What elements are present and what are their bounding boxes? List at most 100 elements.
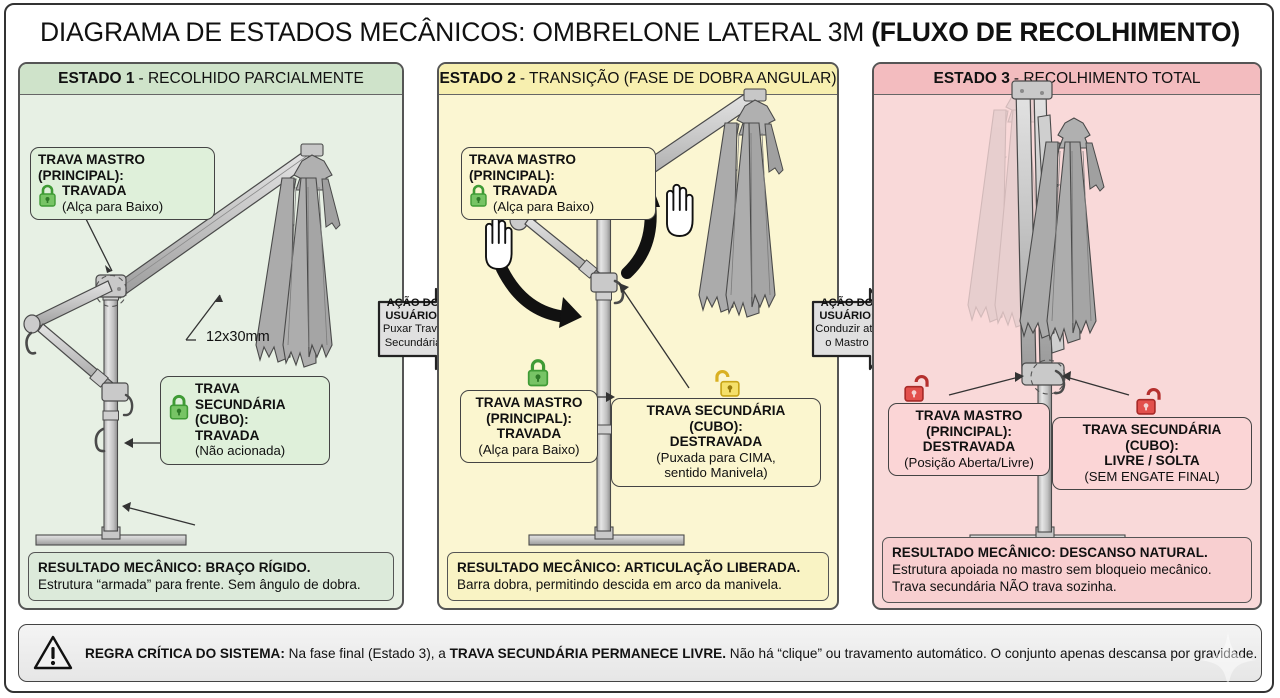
flow-label-line: Secundária <box>384 336 442 349</box>
callout-trava-secundaria-state-2: TRAVA SECUNDÁRIA (CUBO): DESTRAVADA (Pux… <box>611 398 821 487</box>
cube-joint-1 <box>101 382 134 417</box>
critical-rule-label: REGRA CRÍTICA DO SISTEMA: <box>85 645 285 661</box>
padlock-locked-green-icon <box>38 183 57 208</box>
callout-line: TRAVA SECUNDÁRIA (CUBO): <box>1082 422 1222 453</box>
critical-rule-text: REGRA CRÍTICA DO SISTEMA: Na fase final … <box>85 646 1257 661</box>
callout-line: (CUBO): <box>195 412 249 427</box>
hand-icon-right-2 <box>666 183 694 237</box>
panel-state-1-body: 12x30mm Ø52mm TRAVA MASTRO (PRINCIPAL): <box>20 95 402 563</box>
callout-trava-mastro-state-3: TRAVA MASTRO (PRINCIPAL): DESTRAVADA (Po… <box>888 403 1050 476</box>
callout-trava-mastro-top-state-2: TRAVA MASTRO (PRINCIPAL): TRAVADA (Alça … <box>461 147 656 220</box>
leader-line-12x30-1 <box>185 294 221 341</box>
callout-line: (SEM ENGATE FINAL) <box>1084 468 1220 484</box>
dimension-label-12x30: 12x30mm <box>206 329 270 345</box>
panel-state-2-footer: RESULTADO MECÂNICO: ARTICULAÇÃO LIBERADA… <box>447 552 829 601</box>
padlock-unlocked-yellow-icon <box>714 367 740 400</box>
panel-state-1-header-bold: ESTADO 1 <box>58 70 135 87</box>
umbrella-illustration-state-1 <box>23 143 341 546</box>
callout-line: TRAVA MASTRO (PRINCIPAL): <box>469 152 576 183</box>
callout-line: (Alça para Baixo) <box>493 198 595 214</box>
callout-line: LIVRE / SOLTA <box>1104 453 1200 468</box>
page-title-emphasis: (FLUXO DE RECOLHIMENTO) <box>871 16 1241 47</box>
page-title-main: DIAGRAMA DE ESTADOS MECÂNICOS: OMBRELONE… <box>39 16 865 47</box>
callout-line: sentido Manivela) <box>664 465 768 480</box>
callout-line: (PRINCIPAL): <box>926 423 1012 439</box>
callout-line: DESTRAVADA <box>669 434 763 449</box>
callout-trava-mastro-base-state-2: TRAVA MASTRO (PRINCIPAL): TRAVADA (Alça … <box>460 390 598 463</box>
flow-label-line: Puxar Trava <box>382 323 444 336</box>
panel-state-3-body: TRAVA MASTRO (PRINCIPAL): DESTRAVADA (Po… <box>874 80 1260 563</box>
panel-state-3-header-bold: ESTADO 3 <box>933 70 1010 87</box>
callout-line: TRAVA SECUNDÁRIA (CUBO): <box>646 403 786 434</box>
sparkle-watermark-icon <box>1200 632 1256 688</box>
panel-state-3-header: ESTADO 3 - RECOLHIMENTO TOTAL <box>874 64 1260 95</box>
flow-arrow-2-label: AÇÃO DO USUÁRIO: Conduzir até o Mastro <box>815 297 879 350</box>
flow-label-line: AÇÃO DO <box>386 297 440 309</box>
panel-state-2-header-rest: - TRANSIÇÃO (FASE DE DOBRA ANGULAR) <box>519 70 837 87</box>
callout-line: TRAVADA <box>493 183 558 198</box>
callout-line: TRAVA SECUNDÁRIA <box>195 381 286 412</box>
callout-trava-secundaria-state-1: TRAVA SECUNDÁRIA (CUBO): TRAVADA (Não ac… <box>160 376 330 465</box>
critical-rule-text-1: Na fase final (Estado 3), a <box>284 645 450 661</box>
callout-line: (Posição Aberta/Livre) <box>904 454 1034 470</box>
footer-line: Estrutura “armada” para frente. Sem ângu… <box>38 577 361 592</box>
panel-state-2-body: TRAVA MASTRO (PRINCIPAL): TRAVADA (Alça … <box>439 88 837 563</box>
leader-line-secundaria-2 <box>620 286 690 389</box>
mast-pole-1 <box>102 278 119 532</box>
page-title: DIAGRAMA DE ESTADOS MECÂNICOS: OMBRELONE… <box>18 14 1262 50</box>
footer-title: RESULTADO MECÂNICO: ARTICULAÇÃO LIBERADA… <box>457 560 801 575</box>
panel-state-3-footer: RESULTADO MECÂNICO: DESCANSO NATURAL. Es… <box>882 537 1252 603</box>
footer-title: RESULTADO MECÂNICO: BRAÇO RÍGIDO. <box>38 560 311 575</box>
panel-state-1-header-rest: - RECOLHIDO PARCIALMENTE <box>138 70 364 87</box>
strut-1 <box>37 323 114 392</box>
padlock-unlocked-red-icon <box>1136 385 1162 418</box>
callout-line: (Alça para Baixo) <box>478 441 580 457</box>
panel-state-2-header-bold: ESTADO 2 <box>439 70 516 87</box>
panel-state-1-footer: RESULTADO MECÂNICO: BRAÇO RÍGIDO. Estrut… <box>28 552 394 601</box>
panel-state-3-header-rest: - RECOLHIMENTO TOTAL <box>1013 70 1201 87</box>
critical-rule-bold-1: TRAVA SECUNDÁRIA PERMANECE LIVRE. <box>449 645 727 661</box>
flow-arrow-1-label: AÇÃO DO USUÁRIO: Puxar Trava Secundária <box>381 297 445 350</box>
callout-trava-mastro-state-1: TRAVA MASTRO (PRINCIPAL): TRAVADA (Alça … <box>30 147 215 220</box>
callout-line: TRAVADA <box>195 427 260 443</box>
padlock-unlocked-red-icon <box>904 372 930 405</box>
callout-line: (Alça para Baixo) <box>62 198 164 214</box>
panel-state-1-header: ESTADO 1 - RECOLHIDO PARCIALMENTE <box>20 64 402 95</box>
flow-label-line: USUÁRIO: <box>819 310 875 323</box>
callout-line: (PRINCIPAL): <box>486 410 572 426</box>
padlock-locked-green-icon <box>526 357 550 388</box>
hand-icon-left-2 <box>485 216 513 270</box>
flow-label-line: o Mastro <box>825 336 869 349</box>
leader-line-secundaria-3 <box>1065 376 1130 396</box>
cube-joint-2 <box>590 272 625 305</box>
motion-arrow-down-left-2 <box>496 263 582 328</box>
footer-line: Trava secundária NÃO trava sozinha. <box>892 579 1117 594</box>
padlock-locked-green-icon <box>469 183 488 208</box>
critical-rule-text-2: Não há “clique” ou travamento automático… <box>726 645 1258 661</box>
flow-label-line: Conduzir até <box>815 323 879 336</box>
warning-triangle-icon <box>33 635 73 671</box>
flow-label-line: AÇÃO DO <box>820 297 874 309</box>
flow-label-line: USUÁRIO: <box>385 310 441 323</box>
footer-line: Barra dobra, permitindo descida em arco … <box>457 577 782 592</box>
canopy-1 <box>255 143 341 368</box>
callout-trava-secundaria-state-3: TRAVA SECUNDÁRIA (CUBO): LIVRE / SOLTA (… <box>1052 417 1252 490</box>
canopy-3 <box>1019 117 1105 344</box>
callout-line: TRAVA MASTRO <box>915 408 1023 423</box>
panel-state-3: ESTADO 3 - RECOLHIMENTO TOTAL <box>872 62 1262 610</box>
callout-line: TRAVADA <box>62 183 127 198</box>
secondary-lock-hook-1 <box>94 427 106 453</box>
callout-line: (Puxada para CIMA, <box>656 449 776 465</box>
panel-state-2-header: ESTADO 2 - TRANSIÇÃO (FASE DE DOBRA ANGU… <box>439 64 837 95</box>
left-bar-1 <box>23 280 113 355</box>
padlock-locked-green-icon <box>168 393 190 421</box>
umbrella-illustration-state-3 <box>948 80 1130 546</box>
callout-line: DESTRAVADA <box>922 439 1016 454</box>
leader-line-secundaria-1 <box>125 506 196 526</box>
panel-state-2: ESTADO 2 - TRANSIÇÃO (FASE DE DOBRA ANGU… <box>437 62 839 610</box>
callout-line: TRAVA MASTRO <box>475 395 583 410</box>
critical-rule-bar: REGRA CRÍTICA DO SISTEMA: Na fase final … <box>18 624 1262 682</box>
footer-title: RESULTADO MECÂNICO: DESCANSO NATURAL. <box>892 545 1208 560</box>
mast-pole-2 <box>595 182 612 532</box>
